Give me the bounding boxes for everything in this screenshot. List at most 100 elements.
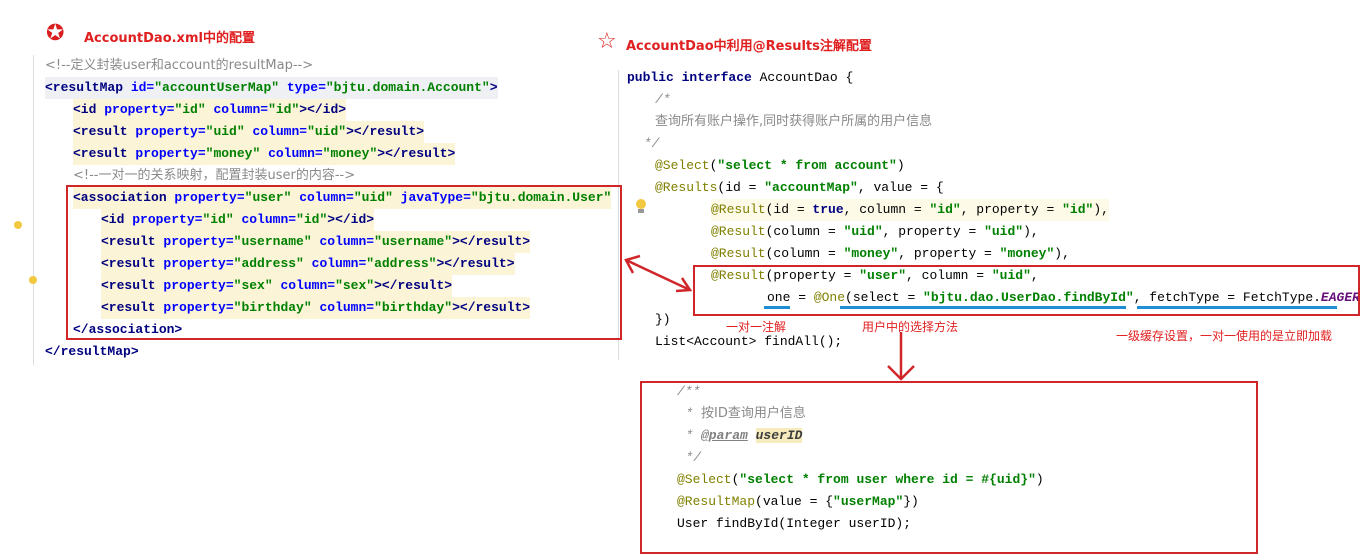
code-token: ></result> (374, 278, 453, 293)
gutter-line (618, 70, 619, 360)
code-line[interactable]: <id property="id" column="id"></id> (101, 209, 375, 231)
note-fetch-type: 一级缓存设置，一对一使用的是立即加载 (1116, 329, 1333, 343)
code-token: AccountDao { (759, 70, 854, 85)
code-line[interactable]: * 按ID查询用户信息 (685, 403, 805, 425)
code-line[interactable]: @ResultMap(value = {"userMap"}) (677, 491, 919, 513)
code-token: * (685, 406, 701, 421)
code-line[interactable]: <id property="id" column="id"></id> (73, 99, 347, 121)
code-token: @Select (655, 158, 710, 173)
code-token: column= (268, 146, 323, 161)
lightbulb-icon (29, 276, 37, 284)
code-token: "id" (202, 212, 242, 227)
code-token: <result (101, 256, 164, 271)
code-line[interactable]: </association> (73, 319, 182, 341)
code-token: </resultMap> (45, 344, 139, 359)
code-token: , fetchType = FetchType. (1133, 290, 1321, 305)
lightbulb-icon (636, 199, 646, 213)
lightbulb-icon (14, 221, 22, 229)
code-token: ></id> (299, 102, 347, 117)
code-token: , property = (898, 246, 1000, 261)
code-line[interactable]: /* (655, 89, 671, 111)
code-token: "username" (233, 234, 320, 249)
code-line[interactable]: <result property="birthday" column="birt… (101, 297, 531, 319)
code-token: property= (132, 212, 203, 227)
code-token: "id" (296, 212, 328, 227)
arrow-head-down (887, 365, 915, 381)
code-line[interactable]: </resultMap> (45, 341, 139, 363)
code-token: "uid" (843, 224, 883, 239)
code-token: "sex" (233, 278, 281, 293)
code-token: "select * from account" (717, 158, 897, 173)
code-line[interactable]: <result property="address" column="addre… (101, 253, 515, 275)
underline-select (840, 306, 1126, 309)
arrow-head-right (675, 277, 693, 293)
code-token: EAGER (1320, 290, 1360, 305)
code-line[interactable]: @Result(id = true, column = "id", proper… (711, 199, 1109, 221)
code-token: "id" (268, 102, 300, 117)
code-token: "uid" (984, 224, 1024, 239)
code-line[interactable]: one = @One(select = "bjtu.dao.UserDao.fi… (767, 287, 1360, 309)
code-line[interactable]: <result property="username" column="user… (101, 231, 531, 253)
code-line[interactable]: @Result(property = "user", column = "uid… (711, 265, 1039, 287)
code-line[interactable]: 查询所有账户操作,同时获得账户所属的用户信息 (655, 111, 932, 133)
code-token: (property = (765, 268, 860, 283)
code-token: (select = (845, 290, 924, 305)
code-line[interactable]: <result property="sex" column="sex"></re… (101, 275, 453, 297)
code-token: }) (903, 494, 919, 509)
code-token: column= (299, 190, 354, 205)
code-token: , value = { (857, 180, 944, 195)
code-line[interactable]: @Result(column = "money", property = "mo… (711, 243, 1070, 265)
code-token: "money" (843, 246, 899, 261)
code-token: "money" (205, 146, 269, 161)
code-token: property= (163, 278, 234, 293)
code-token: (id = (717, 180, 765, 195)
code-token: "select * from user where id = #{uid}" (739, 472, 1036, 487)
code-line[interactable]: <result property="money" column="money">… (73, 143, 456, 165)
code-line[interactable]: <result property="uid" column="uid"></re… (73, 121, 425, 143)
code-token: type= (286, 80, 326, 95)
code-token: @One (813, 290, 846, 305)
code-token: "uid" (307, 124, 347, 139)
star-icon: ✪ (46, 21, 65, 46)
code-line[interactable]: @Result(column = "uid", property = "uid"… (711, 221, 1039, 243)
star-icon: ☆ (597, 29, 617, 54)
code-token: (column = (765, 246, 844, 261)
underline-one (764, 306, 790, 309)
code-token: "uid" (205, 124, 253, 139)
code-line[interactable]: @Select("select * from user where id = #… (677, 469, 1044, 491)
code-token: "bjtu.dao.UserDao.findById" (923, 290, 1134, 305)
code-line[interactable]: <resultMap id="accountUserMap" type="bjt… (45, 77, 498, 99)
code-token: (value = { (755, 494, 834, 509)
code-token: property= (163, 256, 234, 271)
code-line[interactable]: @Select("select * from account") (655, 155, 905, 177)
code-token: public interface (627, 70, 760, 85)
code-token: "money" (322, 146, 378, 161)
code-line[interactable]: <!--一对一的关系映射，配置封装user的内容--> (73, 165, 355, 187)
code-token: id= (130, 80, 155, 95)
code-token: column= (311, 256, 367, 271)
code-token: * (685, 428, 701, 443)
code-token: property= (163, 234, 234, 249)
code-token: javaType= (400, 190, 471, 205)
code-token: ></id> (327, 212, 375, 227)
code-token: one = (767, 290, 814, 305)
code-token: "uid" (991, 268, 1031, 283)
code-line[interactable]: public interface AccountDao { (627, 67, 853, 89)
code-line[interactable]: User findById(Integer userID); (677, 513, 911, 535)
code-line[interactable]: @Results(id = "accountMap", value = { (655, 177, 944, 199)
code-line[interactable]: * @param userID (685, 425, 803, 447)
code-line[interactable]: */ (644, 133, 660, 155)
code-line[interactable]: <!--定义封装user和account的resultMap--> (45, 55, 313, 77)
code-token: <id (73, 102, 105, 117)
code-line[interactable]: }) (655, 309, 671, 331)
code-line[interactable]: List<Account> findAll(); (655, 331, 842, 353)
code-token: @Result (711, 224, 766, 239)
code-line[interactable]: <association property="user" column="uid… (73, 187, 612, 209)
code-token: <id (101, 212, 133, 227)
code-line[interactable]: */ (685, 447, 701, 469)
code-line[interactable]: /** (677, 381, 700, 403)
code-token: <!--定义封装user和account的resultMap--> (45, 58, 314, 73)
code-token: */ (643, 136, 660, 151)
note-select-method: 用户中的选择方法 (862, 320, 959, 334)
code-token: column= (252, 124, 308, 139)
